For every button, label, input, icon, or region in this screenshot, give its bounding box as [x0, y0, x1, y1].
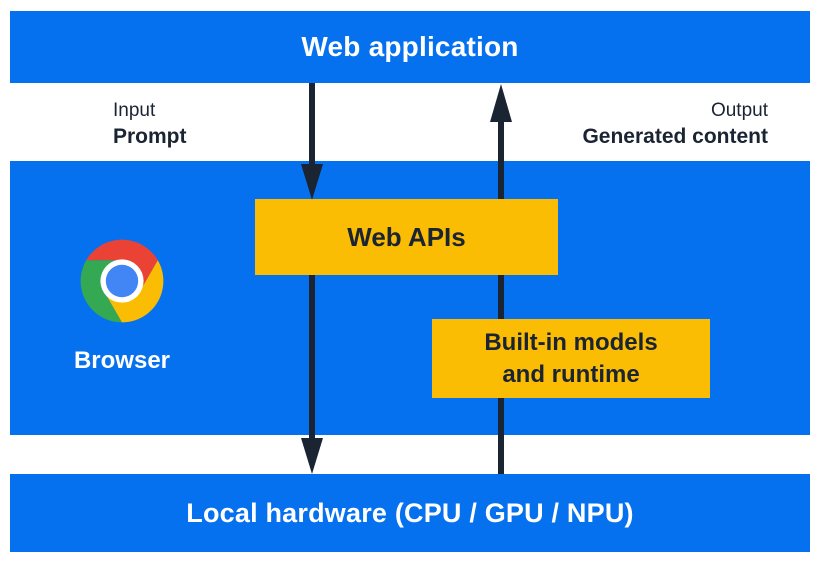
local-hardware-bar: Local hardware (CPU / GPU / NPU) — [10, 474, 810, 552]
down-arrow-line-lower — [309, 275, 315, 439]
output-title: Output — [710, 100, 768, 121]
output-label-group: Output Generated content — [582, 98, 768, 151]
web-application-bar: Web application — [10, 11, 810, 83]
web-apis-label: Web APIs — [347, 222, 466, 252]
input-value: Prompt — [113, 125, 187, 148]
built-in-models-label-line2: and runtime — [502, 360, 640, 388]
up-arrow-line — [498, 121, 504, 474]
web-application-label: Web application — [301, 31, 519, 62]
chrome-blue-core — [105, 264, 139, 298]
chrome-logo-icon — [80, 239, 164, 323]
built-in-models-box: Built-in models and runtime — [432, 319, 710, 398]
built-in-models-label-line1: Built-in models — [484, 328, 658, 356]
up-arrow-head — [490, 84, 512, 122]
down-arrow-head-lower — [301, 438, 323, 474]
output-value: Generated content — [582, 125, 768, 148]
input-label-group: Input Prompt — [113, 98, 187, 151]
chrome-yellow-segment — [104, 260, 164, 323]
browser-label: Browser — [73, 347, 171, 374]
down-arrow-head-upper — [301, 164, 323, 200]
down-arrow-line-upper — [309, 83, 315, 165]
local-hardware-label: Local hardware (CPU / GPU / NPU) — [186, 498, 634, 528]
input-title: Input — [113, 100, 156, 121]
web-apis-box: Web APIs — [255, 199, 558, 275]
